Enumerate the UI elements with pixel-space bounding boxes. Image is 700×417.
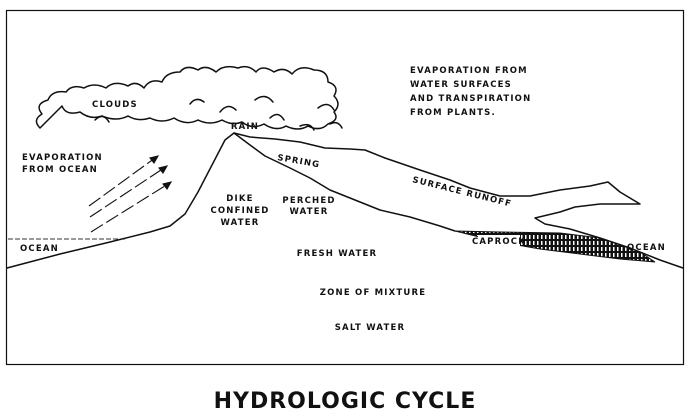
label-caprock: CAPROCK: [472, 237, 526, 247]
cloud-detail: [94, 95, 343, 131]
label-zone-of-mixture: ZONE OF MIXTURE: [320, 288, 427, 298]
label-rain: RAIN: [231, 122, 259, 132]
label-surface-runoff: SURFACE RUNOFF: [411, 175, 513, 209]
label-evap-water-2: WATER SURFACES: [410, 80, 512, 90]
label-perched-2: WATER: [289, 207, 328, 217]
label-dike-1: DIKE: [226, 194, 253, 204]
cloud-shape: [35, 65, 339, 130]
label-evap-ocean-1: EVAPORATION: [22, 153, 103, 163]
label-fresh-water: FRESH WATER: [297, 249, 378, 259]
label-evap-ocean-2: FROM OCEAN: [22, 165, 98, 175]
label-evap-water-1: EVAPORATION FROM: [410, 66, 528, 76]
label-perched-1: PERCHED: [282, 196, 335, 206]
label-evap-water-4: FROM PLANTS.: [410, 108, 496, 118]
label-dike-2: CONFINED: [210, 206, 269, 216]
caprock-label-bg: [478, 235, 520, 246]
label-ocean-right: OCEAN: [627, 243, 666, 253]
label-salt-water: SALT WATER: [335, 323, 406, 333]
runoff-upper-surface: [233, 132, 684, 269]
land-profile: [6, 132, 235, 269]
diagram-frame: [5, 9, 685, 366]
spring-surface: [233, 132, 456, 232]
diagram-title: HYDROLOGIC CYCLE: [214, 389, 477, 414]
label-ocean-left: OCEAN: [20, 244, 59, 254]
evaporation-arrows: [88, 155, 173, 233]
label-evap-water-3: AND TRANSPIRATION: [410, 94, 531, 104]
label-dike-3: WATER: [220, 218, 259, 228]
label-spring: SPRING: [276, 153, 320, 170]
label-clouds: CLOUDS: [92, 100, 138, 110]
